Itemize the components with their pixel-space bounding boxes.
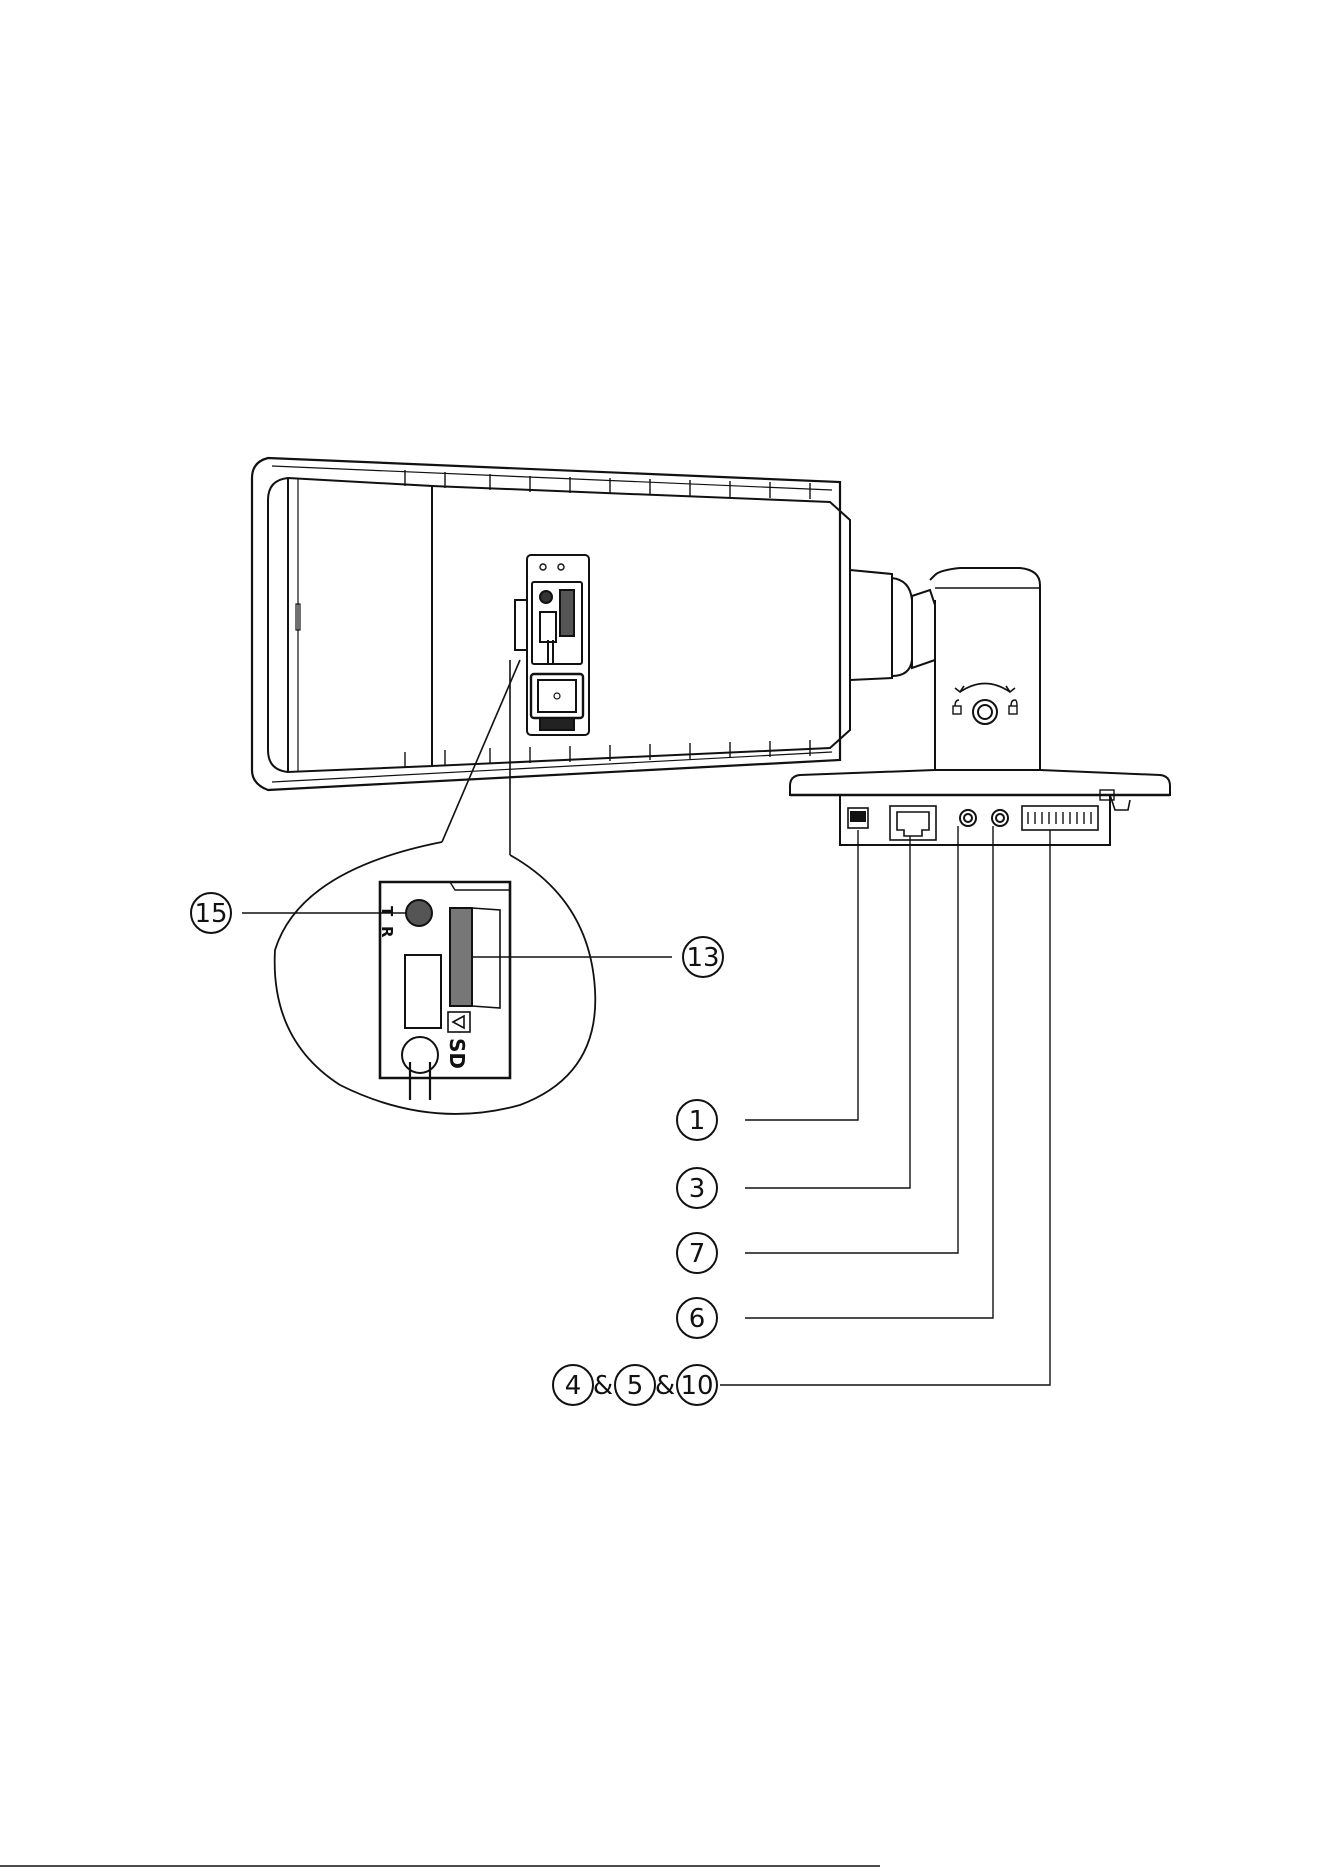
separator-1: & [593, 1371, 613, 1401]
separator-2: & [655, 1371, 675, 1401]
leader-lines [242, 826, 1050, 1385]
svg-text:7: 7 [689, 1239, 706, 1269]
callout-7: 7 [677, 1233, 717, 1273]
label-t: T [378, 906, 396, 917]
callout-3: 3 [677, 1168, 717, 1208]
svg-text:6: 6 [689, 1304, 706, 1334]
callout-1: 1 [677, 1100, 717, 1140]
rear-interface-panel [515, 555, 589, 735]
label-sd: SD [445, 1038, 469, 1069]
callout-4-5-10: 4 & 5 & 10 [553, 1365, 717, 1405]
svg-text:15: 15 [194, 899, 227, 929]
callout-13: 13 [683, 937, 723, 977]
svg-text:3: 3 [689, 1174, 706, 1204]
svg-text:13: 13 [686, 943, 719, 973]
label-r: R [378, 926, 396, 938]
svg-text:5: 5 [627, 1371, 644, 1401]
callout-15: 15 [191, 893, 231, 933]
svg-text:10: 10 [680, 1371, 713, 1401]
svg-text:4: 4 [565, 1371, 582, 1401]
mount-bracket [790, 568, 1170, 845]
callout-6: 6 [677, 1298, 717, 1338]
svg-text:1: 1 [689, 1106, 706, 1136]
